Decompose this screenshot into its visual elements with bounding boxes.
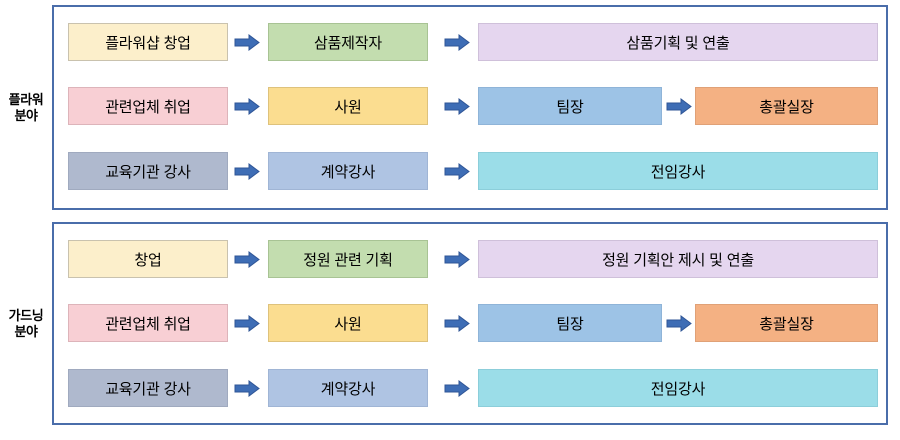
node-flower-employment-stage4[interactable]: 총괄실장: [695, 87, 878, 125]
node-garden-startup-stage3[interactable]: 정원 기획안 제시 및 연출: [478, 240, 878, 278]
node-label: 사원: [334, 315, 362, 333]
node-garden-startup-stage1[interactable]: 창업: [68, 240, 228, 278]
node-label: 계약강사: [320, 380, 376, 398]
right-block-arrow-icon: [666, 98, 692, 115]
node-garden-employment-stage2[interactable]: 사원: [268, 304, 428, 342]
node-flower-startup-stage2[interactable]: 삼품제작자: [268, 23, 428, 61]
node-label: 관련업체 취업: [105, 315, 191, 333]
node-label: 계약강사: [320, 163, 376, 181]
node-label: 관련업체 취업: [105, 98, 191, 116]
section-frame-garden: 창업 정원 관련 기획 정원 기획안 제시 및 연출 관련업체 취업: [52, 222, 888, 425]
node-label: 플라워샵 창업: [105, 34, 191, 52]
right-block-arrow-icon: [444, 315, 470, 332]
node-flower-employment-stage2[interactable]: 사원: [268, 87, 428, 125]
node-flower-startup-stage1[interactable]: 플라워샵 창업: [68, 23, 228, 61]
node-label: 교육기관 강사: [105, 163, 191, 181]
flower-row-employment: 관련업체 취업 사원 팀장 총괄실장: [54, 87, 886, 125]
node-flower-employment-stage1[interactable]: 관련업체 취업: [68, 87, 228, 125]
node-label: 총괄실장: [759, 98, 814, 116]
node-label: 정원 기획안 제시 및 연출: [602, 251, 754, 269]
flower-row-startup: 플라워샵 창업 삼품제작자 삼품기획 및 연출: [54, 23, 886, 61]
node-flower-startup-stage3[interactable]: 삼품기획 및 연출: [478, 23, 878, 61]
node-label: 전임강사: [650, 163, 706, 181]
node-label: 총괄실장: [759, 315, 814, 333]
node-label: 창업: [134, 251, 162, 269]
garden-row-startup: 창업 정원 관련 기획 정원 기획안 제시 및 연출: [54, 240, 886, 278]
node-label: 삼품제작자: [313, 34, 382, 52]
right-block-arrow-icon: [234, 98, 260, 115]
right-block-arrow-icon: [234, 315, 260, 332]
node-garden-employment-stage3[interactable]: 팀장: [478, 304, 662, 342]
right-block-arrow-icon: [444, 380, 470, 397]
right-block-arrow-icon: [234, 34, 260, 51]
right-block-arrow-icon: [666, 315, 692, 332]
garden-row-instructor: 교육기관 강사 계약강사 전임강사: [54, 369, 886, 407]
section-label-garden: 가드닝 분야: [0, 308, 52, 340]
section-label-flower: 플라워 분야: [0, 92, 52, 124]
node-garden-instructor-stage1[interactable]: 교육기관 강사: [68, 369, 228, 407]
section-label-garden-line2: 분야: [14, 323, 38, 339]
node-flower-instructor-stage2[interactable]: 계약강사: [268, 152, 428, 190]
right-block-arrow-icon: [444, 251, 470, 268]
node-garden-instructor-stage3[interactable]: 전임강사: [478, 369, 878, 407]
section-label-flower-line1: 플라워: [8, 92, 44, 107]
node-garden-instructor-stage2[interactable]: 계약강사: [268, 369, 428, 407]
right-block-arrow-icon: [444, 34, 470, 51]
node-flower-instructor-stage3[interactable]: 전임강사: [478, 152, 878, 190]
right-block-arrow-icon: [234, 251, 260, 268]
right-block-arrow-icon: [234, 163, 260, 180]
node-garden-employment-stage4[interactable]: 총괄실장: [695, 304, 878, 342]
node-label: 삼품기획 및 연출: [626, 34, 730, 52]
node-label: 팀장: [556, 315, 584, 333]
section-frame-flower: 플라워샵 창업 삼품제작자 삼품기획 및 연출 관련업체 취업: [52, 5, 888, 210]
section-label-garden-line1: 가드닝: [8, 308, 44, 323]
node-flower-employment-stage3[interactable]: 팀장: [478, 87, 662, 125]
node-label: 전임강사: [650, 380, 706, 398]
node-label: 팀장: [556, 98, 584, 116]
right-block-arrow-icon: [234, 380, 260, 397]
right-block-arrow-icon: [444, 98, 470, 115]
garden-row-employment: 관련업체 취업 사원 팀장 총괄실장: [54, 304, 886, 342]
node-label: 정원 관련 기획: [303, 251, 393, 269]
node-flower-instructor-stage1[interactable]: 교육기관 강사: [68, 152, 228, 190]
section-label-flower-line2: 분야: [14, 107, 38, 123]
right-block-arrow-icon: [444, 163, 470, 180]
node-label: 교육기관 강사: [105, 380, 191, 398]
node-label: 사원: [334, 98, 362, 116]
node-garden-employment-stage1[interactable]: 관련업체 취업: [68, 304, 228, 342]
node-garden-startup-stage2[interactable]: 정원 관련 기획: [268, 240, 428, 278]
flower-row-instructor: 교육기관 강사 계약강사 전임강사: [54, 152, 886, 190]
